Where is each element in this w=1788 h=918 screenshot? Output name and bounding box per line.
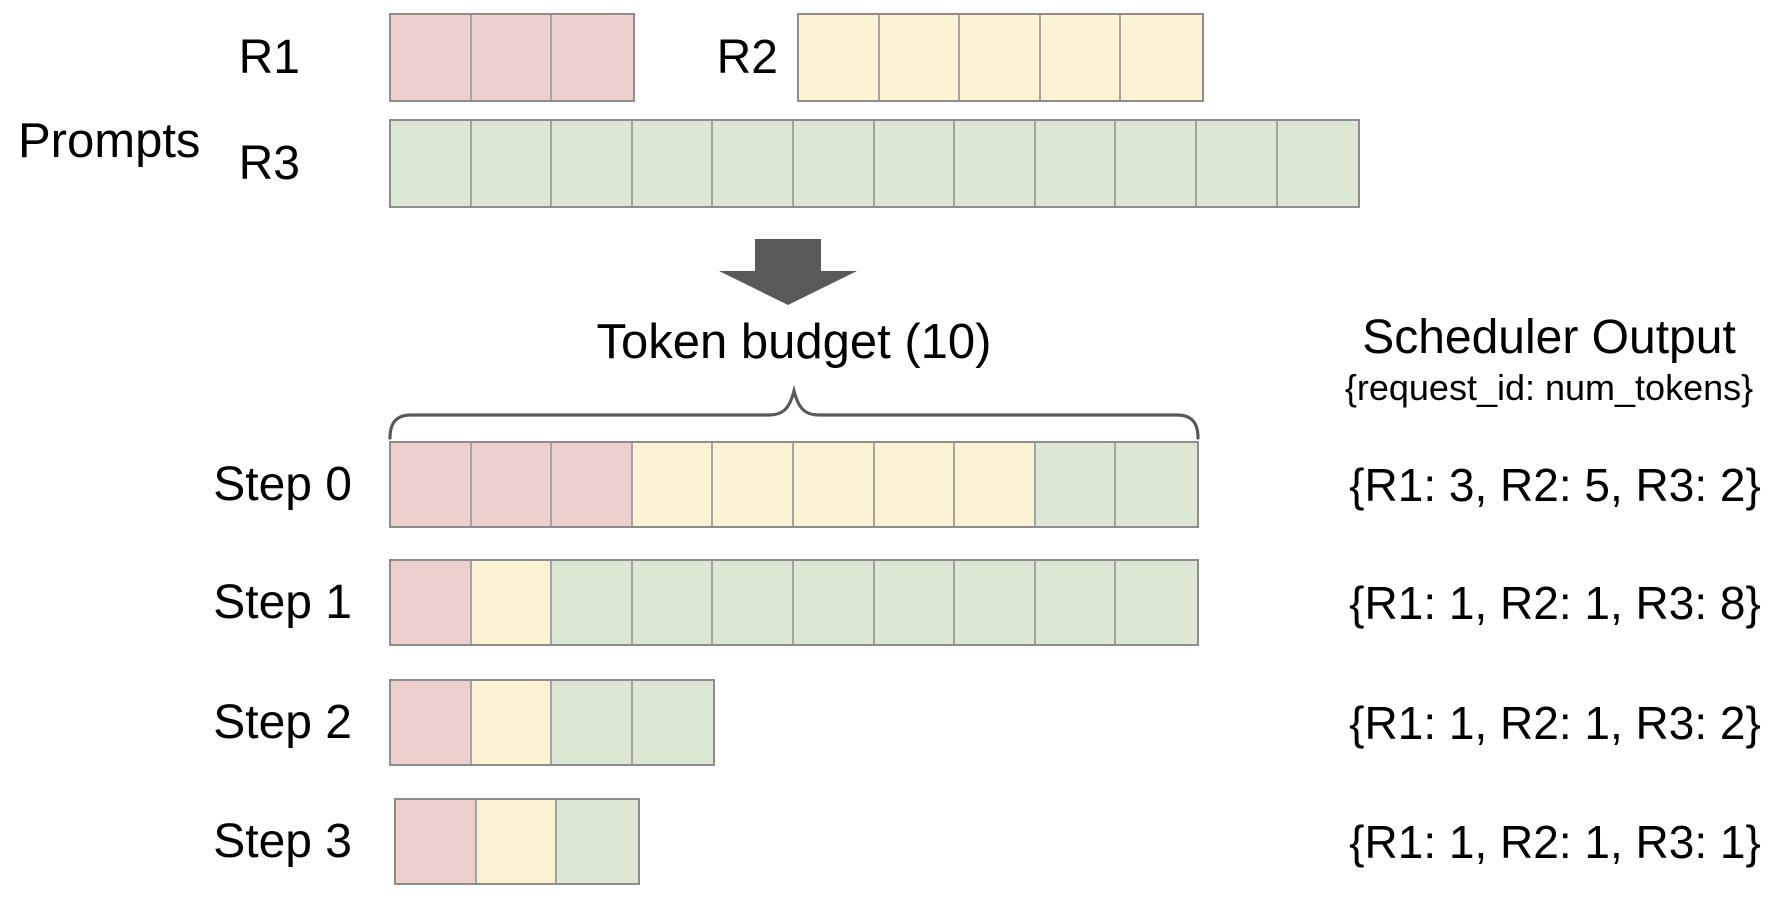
token-cell-r3 (874, 561, 956, 644)
token-cell-r2 (1121, 15, 1202, 100)
scheduler-output-subtitle: {request_id: num_tokens} (1344, 367, 1754, 408)
scheduler-output-value-2: {R1: 1, R2: 1, R3: 2} (1349, 697, 1761, 749)
token-cell-r1 (471, 443, 553, 526)
token-cell-r3 (552, 561, 633, 644)
token-cell-r3 (874, 121, 956, 206)
step-label-2: Step 2 (213, 695, 352, 749)
prompt-row-r2 (797, 13, 1204, 102)
token-cell-r3 (391, 121, 472, 206)
token-cell-r2 (471, 681, 553, 764)
token-cell-r2 (476, 800, 558, 883)
token-cell-r3 (632, 681, 714, 764)
token-cell-r1 (391, 443, 472, 526)
prompt-row-r1 (389, 13, 635, 102)
step-label-3: Step 3 (213, 814, 352, 868)
token-cell-r3 (471, 121, 553, 206)
down-arrow-icon (719, 239, 857, 305)
prompt-row-r3 (389, 119, 1361, 208)
token-cell-r2 (713, 443, 794, 526)
token-cell-r3 (1196, 121, 1278, 206)
token-cell-r3 (1116, 443, 1197, 526)
request-label-r2: R2 (716, 30, 778, 84)
step-row-3 (394, 798, 640, 885)
scheduler-output-value-0: {R1: 3, R2: 5, R3: 2} (1349, 459, 1761, 511)
token-cell-r3 (793, 561, 875, 644)
step-label-0: Step 0 (213, 457, 352, 511)
token-cell-r2 (471, 561, 553, 644)
token-cell-r3 (1277, 121, 1359, 206)
token-cell-r3 (552, 681, 633, 764)
prompts-section-label: Prompts (18, 114, 201, 168)
token-cell-r1 (471, 15, 553, 100)
token-cell-r3 (955, 561, 1036, 644)
token-cell-r3 (955, 121, 1036, 206)
scheduler-output-title: Scheduler Output (1362, 311, 1736, 364)
token-cell-r3 (1035, 561, 1117, 644)
step-row-1 (389, 559, 1199, 646)
token-cell-r3 (1116, 121, 1197, 206)
token-cell-r2 (793, 443, 875, 526)
token-cell-r2 (632, 443, 714, 526)
token-cell-r1 (396, 800, 477, 883)
token-cell-r3 (632, 121, 714, 206)
step-row-0 (389, 441, 1199, 528)
token-cell-r2 (879, 15, 961, 100)
token-cell-r3 (1116, 561, 1197, 644)
token-cell-r3 (713, 561, 794, 644)
token-cell-r1 (552, 443, 633, 526)
token-cell-r3 (632, 561, 714, 644)
token-cell-r1 (391, 681, 472, 764)
token-budget-label: Token budget (10) (596, 315, 992, 370)
token-cell-r2 (960, 15, 1041, 100)
token-budget-brace (388, 384, 1200, 440)
token-cell-r3 (557, 800, 638, 883)
token-cell-r3 (793, 121, 875, 206)
token-cell-r2 (799, 15, 880, 100)
step-row-2 (389, 679, 716, 766)
token-cell-r1 (391, 561, 472, 644)
step-label-1: Step 1 (213, 575, 352, 629)
token-cell-r2 (955, 443, 1036, 526)
token-cell-r2 (1040, 15, 1122, 100)
token-cell-r3 (1035, 121, 1117, 206)
scheduler-output-value-3: {R1: 1, R2: 1, R3: 1} (1349, 816, 1761, 868)
request-label-r1: R1 (238, 30, 300, 84)
token-cell-r2 (874, 443, 956, 526)
scheduler-output-value-1: {R1: 1, R2: 1, R3: 8} (1349, 577, 1761, 629)
token-cell-r1 (552, 15, 633, 100)
token-cell-r3 (552, 121, 633, 206)
token-cell-r1 (391, 15, 472, 100)
token-cell-r3 (1035, 443, 1117, 526)
token-cell-r3 (713, 121, 794, 206)
request-label-r3: R3 (238, 136, 300, 190)
